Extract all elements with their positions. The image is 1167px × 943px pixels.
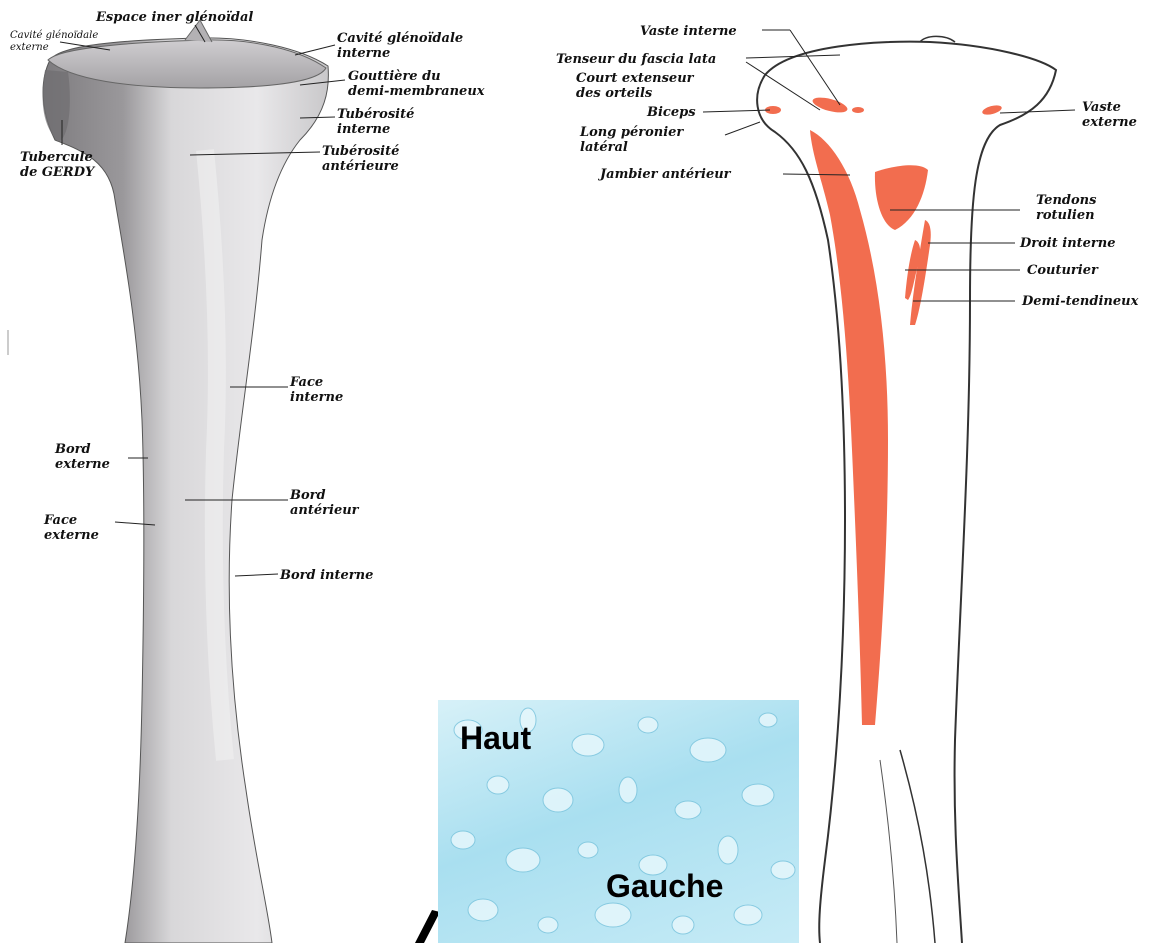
label-court-extenseur-orteils: Court extenseur des orteils: [576, 71, 694, 101]
label-tuberosite-anterieure: Tubérosité antérieure: [322, 144, 399, 174]
label-bord-externe: Bord externe: [55, 442, 110, 472]
label-biceps: Biceps: [647, 105, 696, 120]
label-demi-tendineux: Demi-tendineux: [1022, 294, 1138, 309]
label-line: interne: [337, 46, 463, 61]
label-line: Cavité glénoïdale: [10, 30, 98, 42]
label-line: des orteils: [576, 86, 694, 101]
label-bord-interne: Bord interne: [280, 568, 373, 583]
label-line: interne: [337, 122, 414, 137]
label-line: Bord: [290, 488, 359, 503]
label-tubercule-de-gerdy: Tubercule de GERDY: [20, 150, 94, 180]
label-cavite-glenoidale-externe: Cavité glénoïdale externe: [10, 30, 98, 54]
label-tenseur-fascia-lata: Tenseur du fascia lata: [556, 52, 716, 67]
label-tendons-rotulien: Tendons rotulien: [1036, 193, 1096, 223]
muscle-insertions: [765, 95, 1003, 725]
label-haut: Haut: [460, 720, 531, 757]
orientation-overlay: Haut Gauche: [438, 700, 799, 943]
label-line: interne: [290, 390, 343, 405]
label-couturier: Couturier: [1027, 263, 1098, 278]
label-long-peronier-lateral: Long péronier latéral: [580, 125, 683, 155]
label-line: Tubérosité: [337, 107, 414, 122]
label-line: rotulien: [1036, 208, 1096, 223]
label-line: externe: [44, 528, 99, 543]
label-line: Bord: [55, 442, 110, 457]
label-line: antérieur: [290, 503, 359, 518]
label-line: Face: [44, 513, 99, 528]
label-tuberosite-interne: Tubérosité interne: [337, 107, 414, 137]
label-vaste-externe: Vaste externe: [1082, 100, 1137, 130]
label-vaste-interne: Vaste interne: [640, 24, 737, 39]
label-gauche: Gauche: [606, 868, 723, 905]
label-line: Tubérosité: [322, 144, 399, 159]
label-jambier-anterieur: Jambier antérieur: [600, 167, 731, 182]
label-line: Court extenseur: [576, 71, 694, 86]
label-espace-inter-glenoidal: Espace iner glénoïdal: [96, 10, 253, 25]
label-gouttiere-demi-membraneux: Gouttière du demi-membraneux: [348, 69, 485, 99]
label-line: Vaste: [1082, 100, 1137, 115]
label-droit-interne: Droit interne: [1020, 236, 1116, 251]
label-line: demi-membraneux: [348, 84, 485, 99]
label-line: antérieure: [322, 159, 399, 174]
label-line: externe: [55, 457, 110, 472]
label-face-externe: Face externe: [44, 513, 99, 543]
label-line: Long péronier: [580, 125, 683, 140]
label-line: latéral: [580, 140, 683, 155]
label-line: de GERDY: [20, 165, 94, 180]
label-line: Tubercule: [20, 150, 94, 165]
label-bord-anterieur: Bord antérieur: [290, 488, 359, 518]
label-line: externe: [10, 42, 98, 54]
label-face-interne: Face interne: [290, 375, 343, 405]
label-cavite-glenoidale-interne: Cavité glénoïdale interne: [337, 31, 463, 61]
black-stroke-mark: [415, 910, 440, 943]
label-line: Gouttière du: [348, 69, 485, 84]
label-line: Tendons: [1036, 193, 1096, 208]
label-line: externe: [1082, 115, 1137, 130]
label-line: Cavité glénoïdale: [337, 31, 463, 46]
label-line: Face: [290, 375, 343, 390]
